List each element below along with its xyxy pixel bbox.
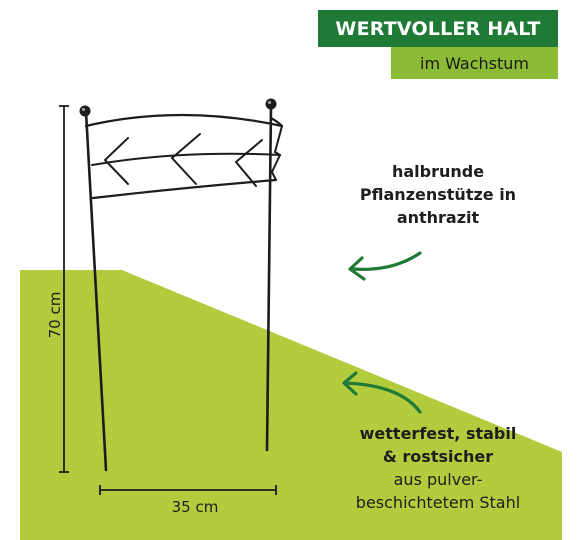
durability-callout: wetterfest, stabil & rostsicher aus pulv… [318, 422, 558, 514]
height-dimension-line [59, 105, 69, 473]
width-label: 35 cm [171, 498, 219, 516]
curved-arrow-left-icon [342, 371, 422, 414]
width-dimension-line [99, 485, 277, 495]
callout-line: aus pulver- [393, 470, 483, 489]
subheadline-banner: im Wachstum [391, 47, 558, 79]
callout-line: anthrazit [396, 208, 480, 227]
height-label: 70 cm [46, 291, 64, 339]
callout-line: wetterfest, stabil [359, 424, 517, 443]
headline-banner: WERTVOLLER HALT [318, 10, 558, 47]
left-post [84, 110, 108, 472]
callout-line: halbrunde [391, 162, 485, 181]
subheadline-text: im Wachstum [420, 53, 529, 73]
callout-line: beschichtetem Stahl [355, 493, 521, 512]
top-arc [84, 113, 284, 128]
headline-text: WERTVOLLER HALT [335, 17, 541, 40]
right-finial [265, 98, 277, 110]
chevron-3 [234, 139, 263, 187]
chevron-1 [103, 137, 129, 185]
left-finial [79, 105, 91, 117]
chevron-2 [170, 133, 201, 185]
curved-arrow-left-icon [348, 251, 422, 281]
bottom-arc [91, 178, 278, 200]
callout-line: & rostsicher [382, 447, 494, 466]
right-post [265, 104, 273, 452]
material-callout: halbrunde Pflanzenstütze in anthrazit [338, 160, 538, 229]
middle-arc [91, 152, 281, 166]
callout-line: Pflanzenstütze in [359, 185, 517, 204]
